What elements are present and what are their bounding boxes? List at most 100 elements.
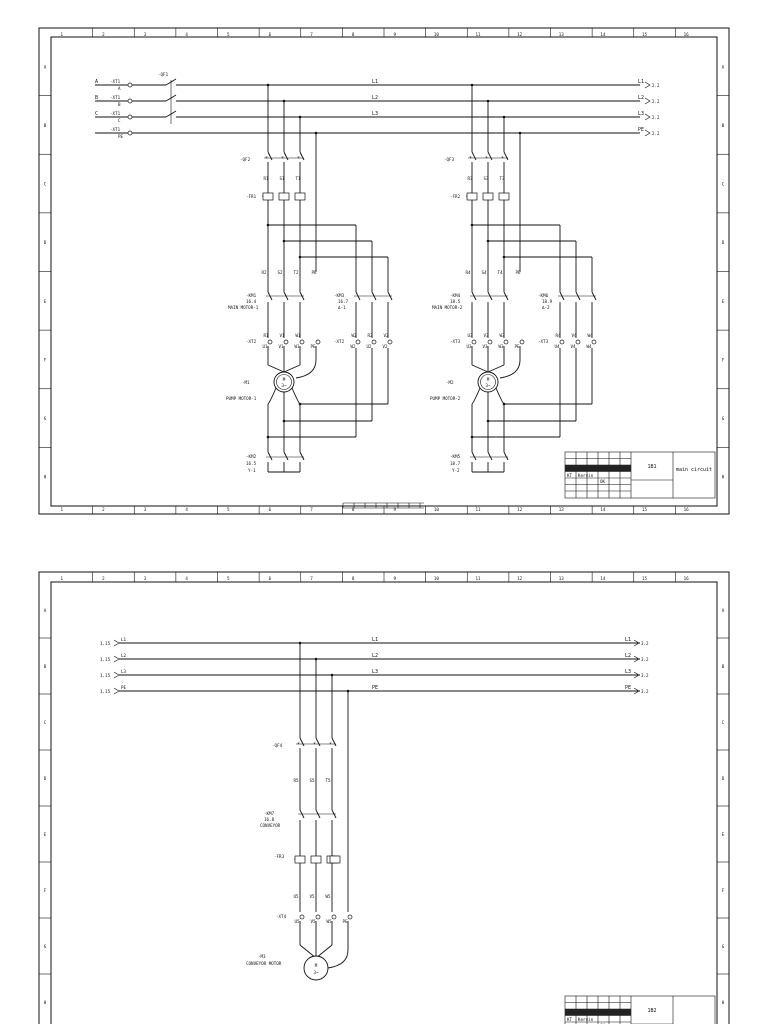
phase-mid-label: S4 <box>481 270 487 275</box>
terminal-circle <box>127 130 133 136</box>
contactor-name: MAIN MOTOR-1 <box>228 305 259 310</box>
column-number: 9 <box>394 507 397 512</box>
row-letter: F <box>722 888 725 893</box>
motor-name: PUMP MOTOR-2 <box>430 396 461 401</box>
contactor-tag: -KM7 <box>264 811 275 816</box>
overload-element <box>294 192 306 201</box>
title-block-header-bar <box>565 1009 631 1016</box>
motor-tag: -M2 <box>446 380 454 385</box>
row-letter: F <box>44 888 47 893</box>
terminal-top-label: W4 <box>587 333 593 338</box>
column-number: 15 <box>642 32 648 37</box>
input-ref: 1.15 <box>100 641 111 646</box>
phase-top-label: S5 <box>309 778 315 783</box>
column-number: 4 <box>185 507 188 512</box>
column-number: 12 <box>517 576 523 581</box>
motor-type: 3~ <box>313 970 319 975</box>
breaker-mark: * <box>297 156 300 162</box>
breaker-mark: * <box>469 156 472 162</box>
pe-wire <box>327 921 349 969</box>
row-letter: D <box>722 240 725 245</box>
row-letter: E <box>722 299 725 304</box>
column-number: 9 <box>394 32 397 37</box>
terminal-bottom-label: U5 <box>294 919 300 924</box>
terminal-circle <box>315 914 321 920</box>
input-ref: 1.15 <box>100 657 111 662</box>
off-sheet-arrow <box>633 655 640 663</box>
junction-dot <box>486 419 490 423</box>
phase-top-label: R5 <box>293 778 299 783</box>
input-ref: 1.15 <box>100 689 111 694</box>
row-letter: B <box>44 664 47 669</box>
column-number: 3 <box>144 507 147 512</box>
bus-label: PE <box>372 685 378 691</box>
contact <box>315 737 321 747</box>
terminal-circle <box>127 82 133 88</box>
overload-element <box>466 192 478 201</box>
contact <box>331 737 337 747</box>
phase-label: C <box>95 111 98 117</box>
bus-label: L2 <box>372 653 378 659</box>
motor-symbol <box>477 371 499 393</box>
contactor-ref: 18.9 <box>542 299 553 304</box>
column-number: 13 <box>559 576 565 581</box>
column-number: 7 <box>310 507 313 512</box>
output-line: L2 <box>625 653 631 659</box>
phase-mid-label: S2 <box>277 270 283 275</box>
motor-symbol <box>303 955 329 981</box>
contactor-name: MAIN MOTOR-2 <box>432 305 463 310</box>
phase-top-label: S1 <box>279 176 285 181</box>
terminal-tag: -XT1 <box>110 111 121 116</box>
motor-symbol-inner <box>480 374 496 390</box>
output-line: L3 <box>638 111 644 117</box>
sheet-1-main-circuit: A-XT1AB-XT1BC-XT1C-XT1PE-QF1L1L2L3L12.2L… <box>95 72 716 509</box>
column-number: 8 <box>352 32 355 37</box>
terminal-sub: C <box>118 118 121 123</box>
phase-label: A <box>95 79 98 85</box>
output-line: PE <box>638 127 644 133</box>
output-ref: 2.2 <box>652 83 660 88</box>
row-letter: D <box>44 240 47 245</box>
overload-element <box>482 192 494 201</box>
motor-symbol-inner <box>276 374 292 390</box>
contactor-tag: -KM5 <box>450 454 461 459</box>
sheet-2-conveyor-circuit: 1.15L11.15L21.15L31.15PEL1L2L3PEL13.2L23… <box>100 637 716 1024</box>
motor-lead <box>299 944 317 959</box>
title-block-row: Kervin <box>578 473 594 478</box>
column-number: 13 <box>559 32 565 37</box>
output-ref: 3.2 <box>641 673 649 678</box>
row-letter: D <box>722 776 725 781</box>
column-number: 6 <box>269 576 272 581</box>
row-letter: F <box>722 357 725 362</box>
inner-frame <box>50 581 718 1024</box>
column-number: 11 <box>476 507 482 512</box>
row-letter: B <box>722 664 725 669</box>
column-number: 16 <box>684 32 690 37</box>
terminal-bottom-label: U1 <box>262 344 268 349</box>
phase-top-label: R3 <box>467 176 473 181</box>
column-number: 8 <box>352 507 355 512</box>
off-sheet-arrow <box>113 671 120 679</box>
phase-mid-label: T4 <box>497 270 503 275</box>
title-block-sheet-id: 1B1 <box>647 464 656 470</box>
terminal-tag: -XT1 <box>110 79 121 84</box>
terminal-circle <box>315 339 321 345</box>
contact <box>471 451 477 461</box>
contactor-name: CONVEYOR <box>260 823 281 828</box>
column-number: 1 <box>61 32 64 37</box>
title-block-row: OK <box>600 479 606 484</box>
column-number: 5 <box>227 32 230 37</box>
off-sheet-arrow <box>644 129 651 137</box>
motor-letter: M <box>283 377 286 382</box>
contact <box>503 451 509 461</box>
terminal-circle <box>299 914 305 920</box>
junction-dot <box>502 402 506 406</box>
bus-label: L3 <box>372 111 378 117</box>
title-block-title: main circuit <box>676 467 712 473</box>
column-number: 4 <box>185 32 188 37</box>
terminal-bottom-label: U4 <box>554 344 560 349</box>
contactor-ref: 16.7 <box>338 299 349 304</box>
phase-mid-label: V5 <box>309 894 315 899</box>
output-line: L3 <box>625 669 631 675</box>
